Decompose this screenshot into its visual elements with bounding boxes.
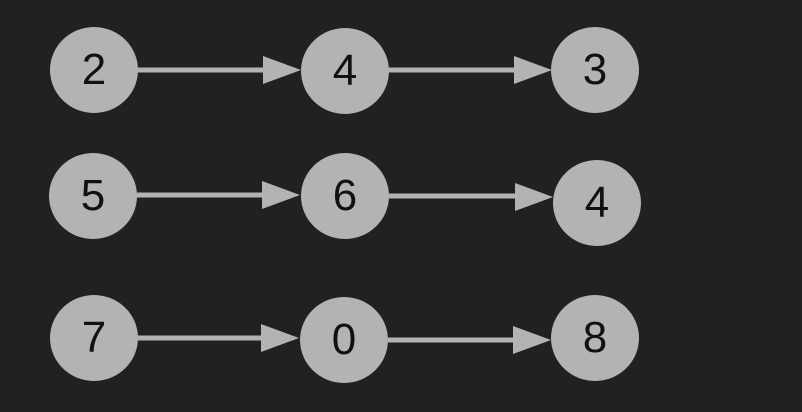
list-node: 0 xyxy=(300,297,388,383)
edge-arrow xyxy=(389,183,553,211)
list-node: 4 xyxy=(301,28,389,114)
list-node: 7 xyxy=(50,295,138,381)
edge-arrow xyxy=(138,324,299,352)
list-node: 5 xyxy=(49,153,137,239)
list-node: 4 xyxy=(553,160,641,246)
list-node: 8 xyxy=(551,295,639,381)
list-node: 2 xyxy=(50,27,138,113)
edge-arrow xyxy=(137,181,300,209)
edge-arrow xyxy=(389,56,552,84)
list-node: 3 xyxy=(551,27,639,113)
list-node: 6 xyxy=(301,153,389,239)
edge-arrow xyxy=(138,56,301,84)
edge-arrow xyxy=(388,326,551,354)
